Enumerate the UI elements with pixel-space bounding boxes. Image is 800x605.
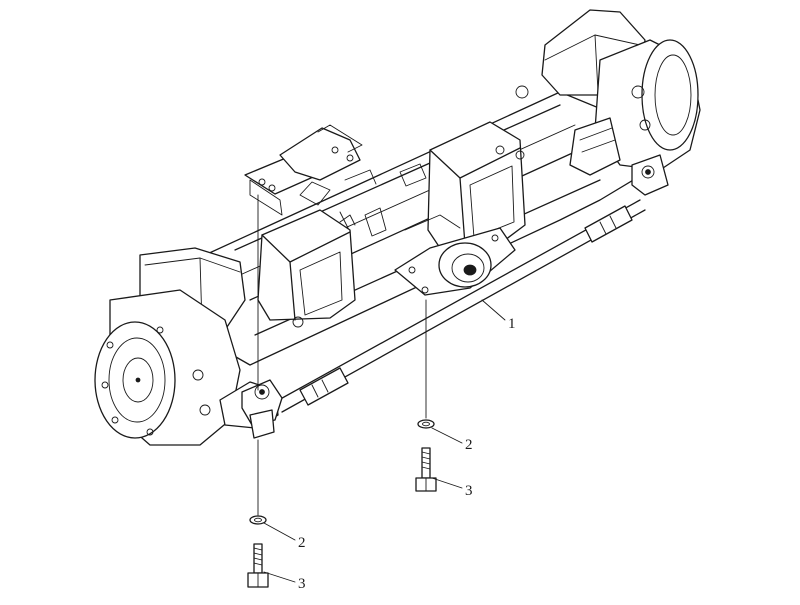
- right-hub: [515, 9, 701, 196]
- washer-left: [249, 515, 267, 525]
- bolt-right: [415, 447, 437, 492]
- callout-bolt-right: 3: [465, 483, 473, 499]
- callout-tie-rod: 1: [508, 316, 516, 332]
- bolt-left: [247, 543, 269, 588]
- left-spring-pad: [244, 124, 363, 328]
- callout-bolt-left: 3: [298, 576, 306, 592]
- callout-washer-left: 2: [298, 535, 306, 551]
- tie-rod: [241, 199, 646, 439]
- assembly-center-lines: [257, 194, 427, 516]
- leader-lines: [263, 299, 506, 583]
- right-spring-pad: [394, 121, 526, 296]
- left-hub: [94, 247, 279, 446]
- washer-right: [417, 419, 435, 429]
- callout-washer-right: 2: [465, 437, 473, 453]
